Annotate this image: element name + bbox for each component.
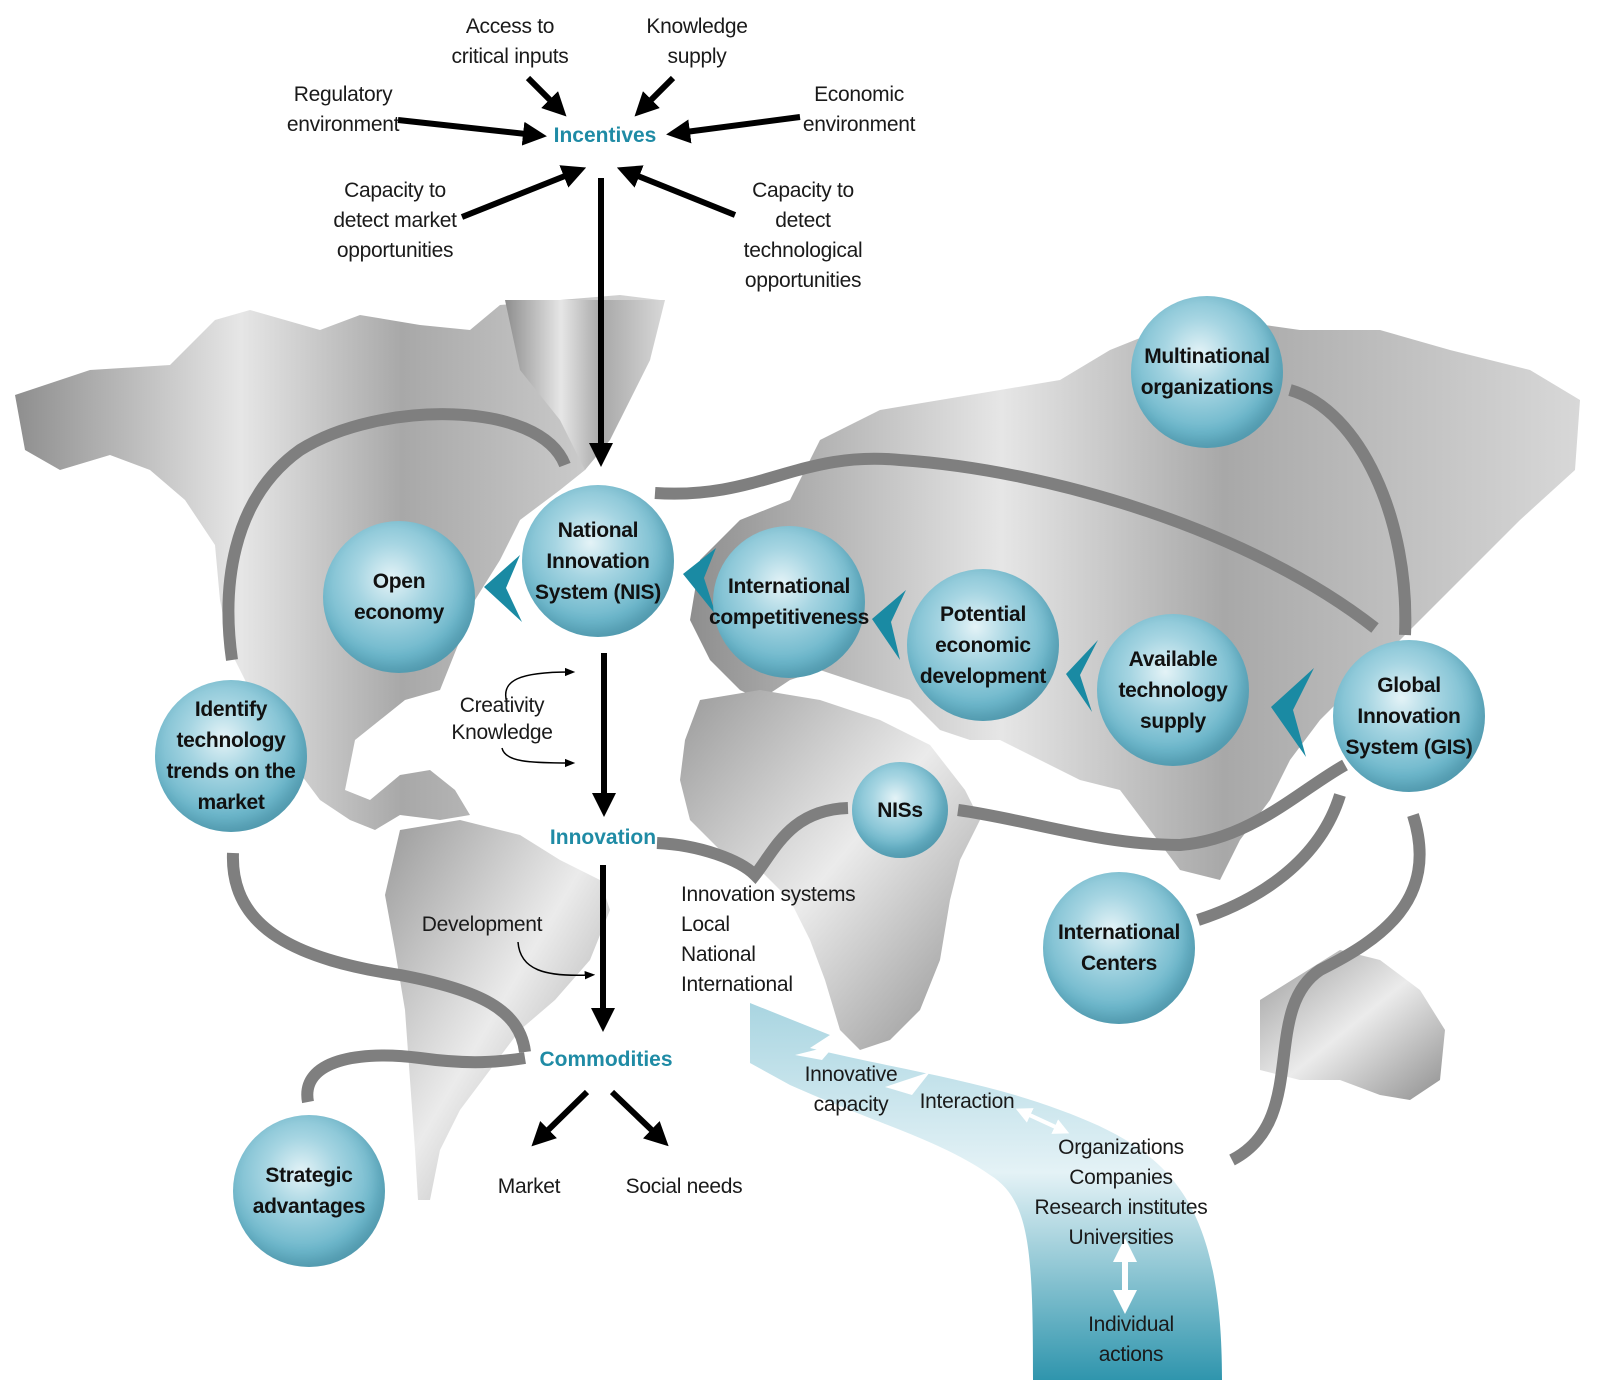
flow-chevrons xyxy=(484,548,1314,757)
bubble-strategic-advantages-label: Strategic advantages xyxy=(252,1164,366,1218)
bubble-niss[interactable]: NISs xyxy=(852,762,948,858)
thin-arrows xyxy=(501,667,596,980)
bubble-strategic-advantages[interactable]: Strategic advantages xyxy=(233,1115,385,1267)
chevron-nis xyxy=(683,548,716,615)
creativity-knowledge-label: Creativity Knowledge xyxy=(451,694,553,744)
bubble-multinational-organizations[interactable]: Multinational organizations xyxy=(1131,296,1283,448)
bubble-gis[interactable]: Global Innovation System (GIS) xyxy=(1333,640,1485,792)
bubble-niss-label: NISs xyxy=(877,798,923,822)
bubble-potential-economic-development[interactable]: Potential economic development xyxy=(907,569,1059,721)
ribbon-niss-gis xyxy=(957,759,1348,852)
ribbons xyxy=(222,384,1426,1166)
arrow-commodities-social xyxy=(609,1089,669,1147)
knowledge-supply-label: Knowledge supply xyxy=(646,15,748,68)
bubble-international-competitiveness-label: International competitiveness xyxy=(708,575,870,629)
chevron-competitiveness xyxy=(872,590,906,660)
arrow-market-opps xyxy=(460,165,587,220)
bubble-multinational-organizations-label: Multinational organizations xyxy=(1140,345,1274,399)
arrow-economic xyxy=(666,114,801,144)
arrow-regulatory xyxy=(397,117,547,146)
development-label: Development xyxy=(421,913,543,936)
innovative-capacity-label: Innovative capacity xyxy=(804,1063,898,1116)
innovation-systems-label: Innovation systems Local National Intern… xyxy=(681,883,856,996)
bubble-international-centers[interactable]: International Centers xyxy=(1043,872,1195,1024)
incentives-keyword: Incentives xyxy=(553,124,657,147)
bubble-open-economy[interactable]: Open economy xyxy=(323,521,475,673)
bubble-nis-label: National Innovation System (NIS) xyxy=(535,518,661,604)
ribbon-nis-trends xyxy=(222,408,571,661)
bubble-international-centers-label: International Centers xyxy=(1057,921,1181,975)
bubble-identify-trends-label: Identify technology trends on the market xyxy=(166,698,296,814)
arrow-access xyxy=(525,75,567,117)
innovative-capacity-stream xyxy=(750,1003,1222,1380)
arrow-creativity-bottom xyxy=(501,747,576,768)
bubble-identify-trends[interactable]: Identify technology trends on the market xyxy=(155,680,307,832)
arrow-development xyxy=(517,941,596,980)
bubble-available-technology-supply-label: Available technology supply xyxy=(1118,647,1228,733)
individual-actions-label: Individual actions xyxy=(1088,1313,1174,1366)
market-label: Market xyxy=(497,1175,561,1198)
chevron-development xyxy=(1066,640,1098,712)
bubble-gis-label: Global Innovation System (GIS) xyxy=(1345,673,1473,759)
technological-opportunities-label: Capacity to detect technological opportu… xyxy=(743,179,863,292)
arrow-creativity-top xyxy=(504,667,576,704)
ribbon-multinational-gis xyxy=(1288,384,1412,636)
ribbon-strategic-commodities xyxy=(301,1049,526,1104)
commodities-keyword: Commodities xyxy=(539,1048,673,1071)
regulatory-environment-label: Regulatory environment xyxy=(286,83,400,136)
chevron-available xyxy=(1271,668,1314,757)
stream-chevron-2 xyxy=(885,1072,930,1095)
bubble-international-competitiveness[interactable]: International competitiveness xyxy=(709,526,869,678)
stream-chevrons xyxy=(795,1045,930,1095)
organizations-list-label: Organizations Companies Research institu… xyxy=(1034,1136,1208,1249)
chevron-open-economy xyxy=(484,555,522,622)
black-arrows xyxy=(397,75,801,1147)
interaction-label: Interaction xyxy=(919,1090,1015,1113)
stream-chevron-1 xyxy=(795,1045,835,1060)
ribbon-gis-australia xyxy=(1229,813,1426,1166)
interaction-arrow xyxy=(1015,1108,1070,1134)
innovation-keyword: Innovation xyxy=(549,826,657,849)
economic-environment-label: Economic environment xyxy=(802,83,916,136)
ribbon-trends-strategic xyxy=(226,852,531,1054)
bubble-nis[interactable]: National Innovation System (NIS) xyxy=(522,485,674,637)
ribbon-innovation-niss xyxy=(656,802,849,884)
market-opportunities-label: Capacity to detect market opportunities xyxy=(333,179,457,262)
bubble-open-economy-label: Open economy xyxy=(353,570,445,624)
bubble-potential-economic-development-label: Potential economic development xyxy=(919,602,1047,688)
social-needs-label: Social needs xyxy=(625,1175,743,1198)
ribbon-nis-gis xyxy=(654,452,1379,633)
arrow-knowledge xyxy=(634,75,676,117)
arrow-commodities-market xyxy=(531,1089,590,1147)
access-critical-inputs-label: Access to critical inputs xyxy=(451,15,569,68)
bubble-available-technology-supply[interactable]: Available technology supply xyxy=(1097,614,1249,766)
arrow-tech-opps xyxy=(616,165,737,218)
continent-greenland xyxy=(505,300,665,470)
ribbon-gis-centers xyxy=(1196,793,1346,926)
